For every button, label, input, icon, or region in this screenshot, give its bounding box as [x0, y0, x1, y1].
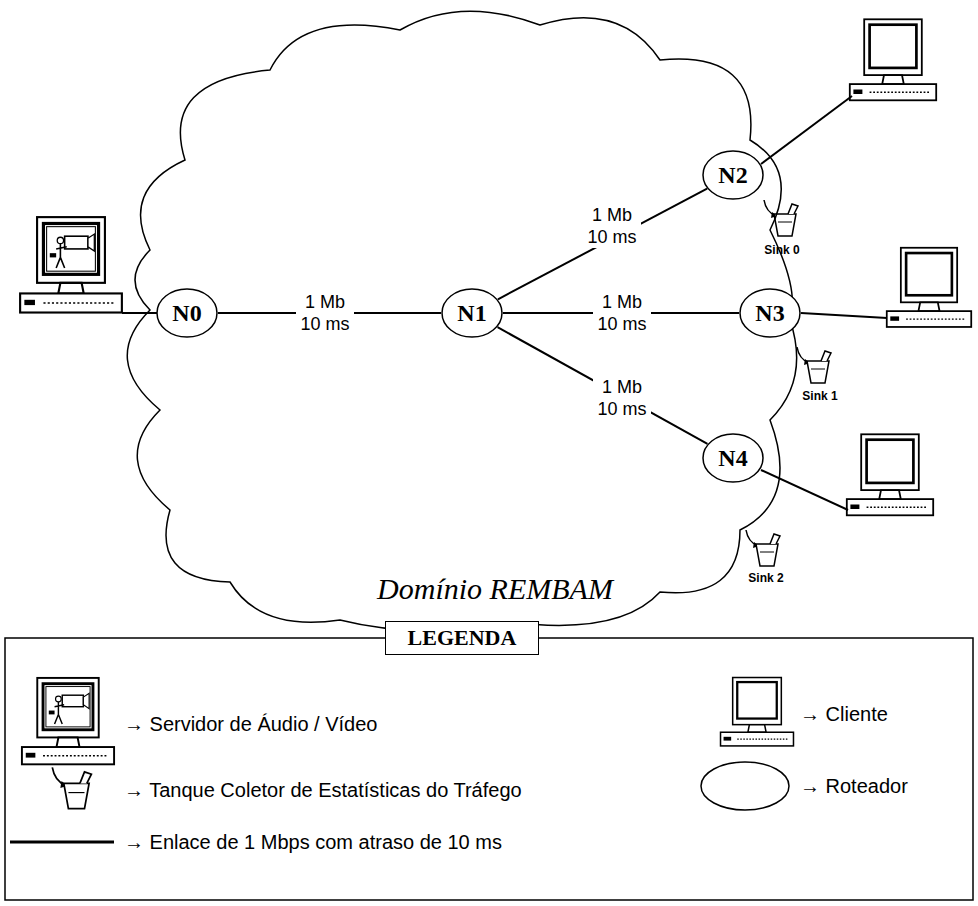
legend-text: → Servidor de Áudio / Vídeo	[124, 713, 377, 736]
legend-heading: LEGENDA	[385, 621, 540, 655]
legend-text: → Cliente	[800, 703, 888, 726]
sink-icon	[797, 347, 831, 383]
router-name: N0	[156, 300, 218, 327]
sink-icon	[746, 530, 780, 566]
router-node: N1	[441, 288, 503, 338]
domain-title: Domínio REMBAM	[345, 572, 645, 606]
access-link	[801, 313, 887, 318]
router-node: N0	[156, 288, 218, 338]
access-link	[122, 312, 157, 314]
client-icon	[850, 19, 936, 100]
router-ellipse	[703, 434, 763, 482]
legend-text: → Roteador	[800, 775, 908, 798]
link-label: 1 Mb 10 ms	[593, 291, 651, 335]
router-name: N1	[441, 300, 503, 327]
legend-router-icon	[701, 762, 789, 810]
legend-text: → Enlace de 1 Mbps com atraso de 10 ms	[124, 831, 502, 854]
sink-icon	[764, 200, 798, 236]
router-ellipse	[740, 289, 800, 337]
access-link	[761, 470, 848, 510]
router-name: N2	[702, 162, 764, 189]
client-icon	[887, 248, 971, 327]
link-label: 1 Mb 10 ms	[583, 204, 641, 248]
sink-label: Sink 0	[764, 243, 799, 257]
access-link	[761, 96, 852, 164]
network-cloud: Domínio REMBAM N0 N1 N2N3N4	[100, 0, 820, 636]
legend-frame	[5, 638, 973, 900]
sink-label: Sink 2	[748, 571, 783, 585]
router-node: N2	[702, 150, 764, 200]
router-ellipse	[157, 289, 217, 337]
legend-server-icon	[22, 678, 114, 764]
legend-sink-icon	[52, 767, 91, 808]
legend-text: → Tanque Coletor de Estatísticas do Tráf…	[124, 779, 522, 802]
router-ellipse	[703, 151, 763, 199]
router-ellipse	[442, 289, 502, 337]
legend-client-icon	[721, 678, 794, 746]
link-line	[498, 189, 707, 300]
link-label: 1 Mb 10 ms	[593, 376, 651, 420]
client-icon	[847, 434, 933, 515]
cloud-path	[127, 11, 796, 630]
sink-label: Sink 1	[802, 389, 837, 403]
router-node: N3	[739, 288, 801, 338]
legend-link-sample	[10, 841, 114, 844]
link-line	[498, 327, 708, 444]
router-name: N3	[739, 300, 801, 327]
server-icon	[20, 217, 122, 312]
router-node: N4	[702, 433, 764, 483]
link-label: 1 Mb 10 ms	[296, 291, 354, 335]
router-name: N4	[702, 445, 764, 472]
